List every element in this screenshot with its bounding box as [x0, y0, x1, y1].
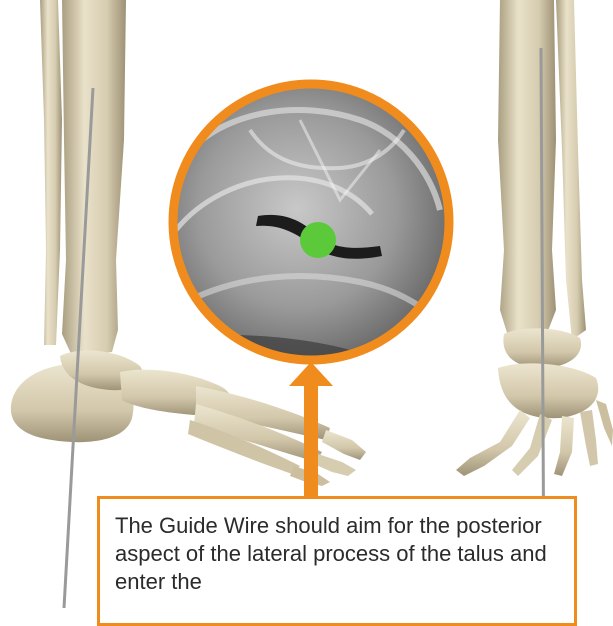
callout-text: The Guide Wire should aim for the poster…: [115, 512, 560, 596]
right-leg-bones: [456, 0, 613, 476]
target-dot-icon: [300, 222, 336, 258]
callout-box: The Guide Wire should aim for the poster…: [97, 496, 577, 626]
xray-magnifier: [170, 82, 452, 364]
